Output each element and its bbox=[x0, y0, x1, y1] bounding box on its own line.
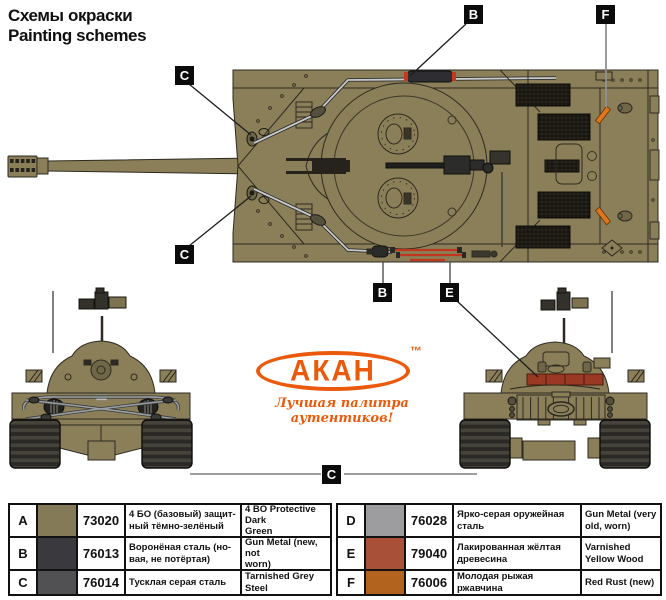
color-swatch bbox=[364, 571, 404, 594]
page-title-ru: Схемы окраски bbox=[8, 6, 133, 25]
row-letter: E bbox=[346, 546, 356, 561]
callout-leader-lines bbox=[188, 23, 607, 475]
color-swatch bbox=[36, 538, 76, 569]
callout-c-bottom: C bbox=[322, 465, 341, 484]
callout-e-bottom: E bbox=[440, 283, 459, 302]
desc-ru: Лакированная жёлтая древесина bbox=[452, 538, 580, 569]
row-letter: C bbox=[18, 575, 28, 590]
desc-en: 4 BO Protective Dark Green bbox=[240, 504, 330, 537]
callout-b-top: B bbox=[464, 5, 483, 24]
callout-c-lower: C bbox=[175, 245, 194, 264]
paint-row-c: C 76014 Тусклая серая сталь Tarnished Gr… bbox=[10, 569, 330, 594]
desc-en: Red Rust (new) bbox=[580, 571, 660, 594]
desc-ru: Молодая рыжая ржавчина bbox=[452, 571, 580, 594]
row-letter: B bbox=[18, 546, 28, 561]
desc-en: Gun Metal (very old, worn) bbox=[580, 505, 660, 536]
callout-f-top: F bbox=[596, 5, 615, 24]
row-letter: D bbox=[346, 513, 356, 528]
paint-row-e: E 79040 Лакированная жёлтая древесина Va… bbox=[338, 536, 660, 569]
desc-en: Gun Metal (new, not worn) bbox=[240, 537, 330, 570]
paint-code: 76014 bbox=[76, 571, 124, 594]
page-title-en: Painting schemes bbox=[8, 26, 147, 45]
desc-en: Tarnished Grey Steel bbox=[240, 571, 330, 594]
callout-c-upper: C bbox=[175, 66, 194, 85]
brand-logo-text: АКАН bbox=[290, 354, 376, 387]
paint-code: 73020 bbox=[76, 505, 124, 536]
color-swatch bbox=[364, 505, 404, 536]
color-swatch bbox=[364, 538, 404, 569]
paint-code: 76006 bbox=[404, 571, 452, 594]
callout-b-bottom: B bbox=[373, 283, 392, 302]
color-swatch bbox=[36, 571, 76, 594]
paint-table-left: A 73020 4 БО (базовый) защит- ный тёмно-… bbox=[8, 503, 332, 596]
desc-en: Varnished Yellow Wood bbox=[580, 538, 660, 569]
desc-ru: Тусклая серая сталь bbox=[124, 571, 240, 594]
page-title: Схемы окраски Painting schemes bbox=[8, 6, 147, 46]
tank-front-view bbox=[9, 287, 193, 469]
paint-row-d: D 76028 Ярко-серая оружейная сталь Gun M… bbox=[338, 505, 660, 536]
paint-table-right: D 76028 Ярко-серая оружейная сталь Gun M… bbox=[336, 503, 662, 596]
paint-code: 76028 bbox=[404, 505, 452, 536]
desc-ru: Ярко-серая оружейная сталь bbox=[452, 505, 580, 536]
paint-code: 76013 bbox=[76, 538, 124, 569]
paint-row-f: F 76006 Молодая рыжая ржавчина Red Rust … bbox=[338, 569, 660, 594]
desc-ru: Воронёная сталь (но- вая, не потёртая) bbox=[124, 538, 240, 569]
paint-code: 79040 bbox=[404, 538, 452, 569]
tank-top-view bbox=[7, 69, 660, 263]
color-swatch bbox=[36, 505, 76, 536]
paint-row-a: A 73020 4 БО (базовый) защит- ный тёмно-… bbox=[10, 504, 330, 537]
brand-tagline: Лучшая палитра аутентиков! bbox=[275, 396, 409, 426]
trademark-symbol: ™ bbox=[410, 344, 422, 358]
desc-ru: 4 БО (базовый) защит- ный тёмно-зелёный bbox=[124, 505, 240, 536]
row-letter: A bbox=[18, 513, 28, 528]
row-letter: F bbox=[347, 575, 355, 590]
brand-logo: АКАН bbox=[256, 351, 410, 391]
paint-row-b: B 76013 Воронёная сталь (но- вая, не пот… bbox=[10, 536, 330, 570]
tank-rear-view bbox=[459, 287, 651, 469]
